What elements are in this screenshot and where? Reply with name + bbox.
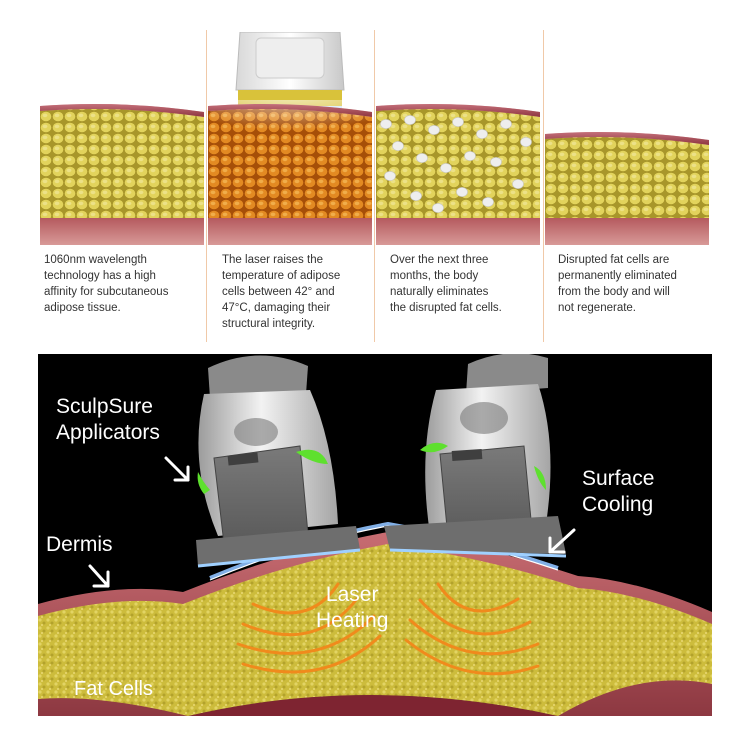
right-indicator-light-icon: [420, 442, 448, 453]
step-3-tissue-illustration: [376, 104, 540, 245]
step-2-caption: The laser raises the temperature of adip…: [222, 254, 341, 330]
dermis-arrow-icon: [88, 564, 110, 588]
left-applicator: [196, 355, 361, 568]
right-applicator: [384, 354, 567, 558]
step-4-caption: Disrupted fat cells are permanently elim…: [558, 254, 677, 314]
step-divider: [374, 30, 375, 342]
step-3-caption: Over the next three months, the body nat…: [390, 254, 502, 314]
cross-section-illustration: [38, 354, 712, 716]
heat-waves: [236, 582, 540, 676]
step-divider: [206, 30, 207, 342]
muscle-layer: [188, 695, 558, 716]
surface-cooling-label: Surface Cooling: [582, 467, 655, 516]
process-steps: 1060nm wavelength technology has a high …: [0, 0, 750, 350]
cooling-arrow-icon: [548, 528, 576, 554]
step-divider: [543, 30, 544, 342]
laser-applicator-icon: [235, 32, 345, 112]
step-1-caption: 1060nm wavelength technology has a high …: [44, 254, 169, 314]
applicators-arrow-icon: [164, 456, 190, 482]
laser-heating-label: Laser Heating: [316, 583, 389, 632]
left-indicator-light-icon: [296, 449, 328, 464]
step-2-tissue-illustration: [208, 100, 372, 245]
fat-cells-label: Fat Cells: [74, 678, 153, 700]
cross-section-diagram: SculpSure Applicators Dermis Surface Coo…: [38, 354, 712, 716]
step-1-tissue-illustration: [40, 104, 204, 245]
applicators-label: SculpSure Applicators: [56, 395, 160, 444]
fat-layer: [38, 544, 712, 716]
step-4-tissue-illustration: [545, 132, 709, 245]
dermis-label: Dermis: [46, 533, 113, 556]
